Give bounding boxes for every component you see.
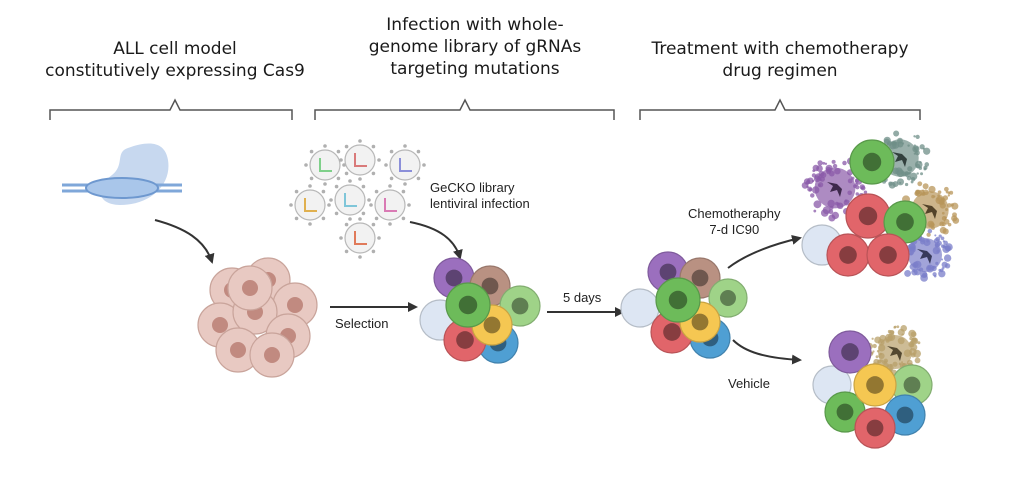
- lentivirus-particle: [369, 184, 411, 226]
- lentivirus-particle: [289, 184, 331, 226]
- bracket-step1: [50, 100, 292, 120]
- chemo-label-line1: Chemotheraphy: [688, 206, 781, 222]
- days-label: 5 days: [563, 290, 601, 306]
- arrow-vector-to-cells: [155, 220, 212, 262]
- library-label: GeCKO library lentiviral infection: [430, 180, 530, 212]
- lentivirus-particle: [329, 179, 371, 221]
- all-cell-cluster: [198, 258, 317, 377]
- chemotherapy-result-cluster: [802, 131, 959, 282]
- transduced-cell-cluster: [420, 258, 540, 363]
- arrow-library-to-cells: [410, 222, 460, 258]
- library-label-line2: lentiviral infection: [430, 196, 530, 212]
- cell: [827, 234, 869, 276]
- chemo-label: Chemotheraphy 7-d IC90: [688, 206, 781, 238]
- arrow-vehicle: [733, 340, 800, 360]
- lentivirus-particle: [339, 217, 381, 259]
- vehicle-result-cluster: [813, 325, 932, 448]
- selection-label: Selection: [335, 316, 388, 332]
- cell: [446, 283, 490, 327]
- cas9-vector-icon: [62, 144, 182, 205]
- library-label-line1: GeCKO library: [430, 180, 530, 196]
- lentiviral-particles-icon: [289, 139, 426, 259]
- chemo-label-line2: 7-d IC90: [688, 222, 781, 238]
- lentivirus-particle: [384, 144, 426, 186]
- bracket-step3: [640, 100, 920, 120]
- cell: [846, 194, 890, 238]
- lentivirus-particle: [339, 139, 381, 181]
- cell: [850, 140, 894, 184]
- lentivirus-particle: [304, 144, 346, 186]
- cell: [867, 234, 909, 276]
- bracket-step2: [315, 100, 614, 120]
- cell: [656, 278, 700, 322]
- cell: [228, 266, 272, 310]
- cell: [250, 333, 294, 377]
- cell: [854, 364, 896, 406]
- cell: [855, 408, 895, 448]
- vehicle-label: Vehicle: [728, 376, 770, 392]
- arrow-chemotherapy: [728, 238, 800, 268]
